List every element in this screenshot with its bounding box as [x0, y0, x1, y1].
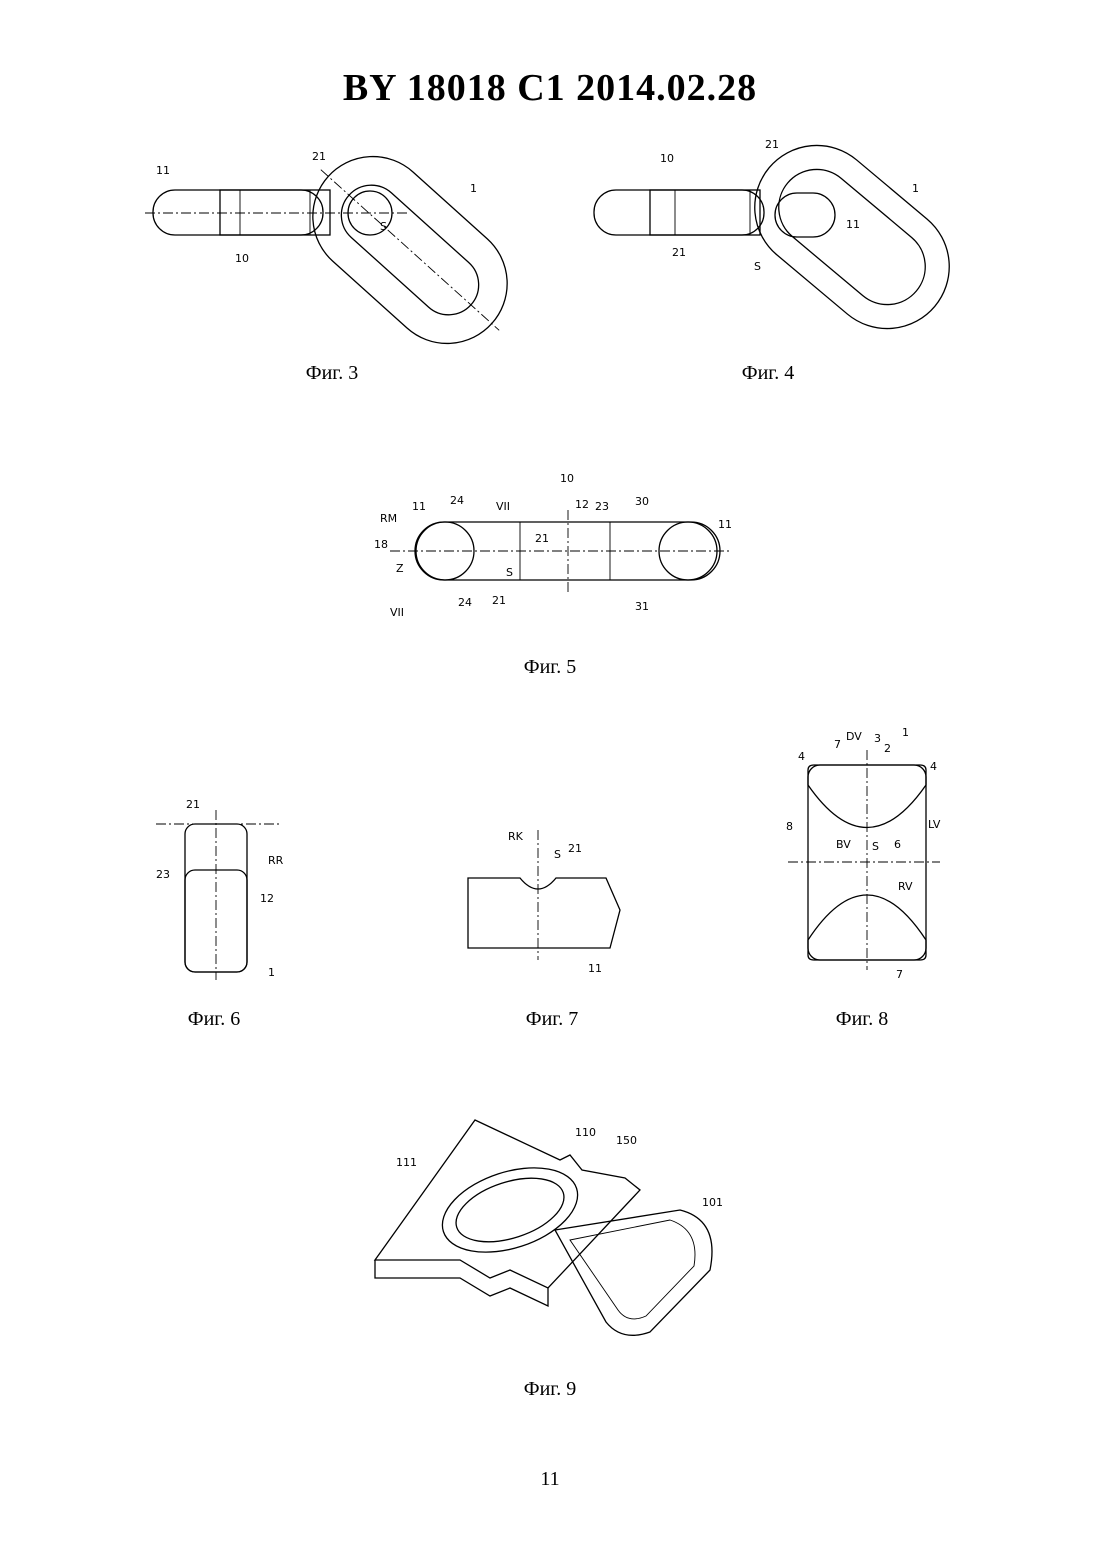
fig3-label: 21 [312, 150, 326, 163]
figure-5-caption: Фиг. 5 [480, 656, 620, 679]
page-number: 11 [0, 1468, 1100, 1491]
figure-9-caption: Фиг. 9 [480, 1378, 620, 1401]
fig6-label: 1 [268, 966, 275, 979]
fig8-label: 8 [786, 820, 793, 833]
figure-3-drawing: 11 10 21 1 S [140, 140, 530, 340]
figure-6-drawing: 21 23 RR 12 1 [150, 790, 290, 990]
fig3-label: 10 [235, 252, 249, 265]
figure-7-drawing: RK S 21 11 [460, 820, 640, 990]
fig3-label: 11 [156, 164, 170, 177]
fig9-label: 111 [396, 1156, 417, 1169]
figure-6-caption: Фиг. 6 [144, 1008, 284, 1031]
fig8-label: 1 [902, 726, 909, 739]
fig8-label: 7 [834, 738, 841, 751]
fig8-label: 4 [930, 760, 937, 773]
fig5-label: S [506, 566, 513, 579]
figure-8-caption: Фиг. 8 [792, 1008, 932, 1031]
document-header: BY 18018 C1 2014.02.28 [0, 66, 1100, 110]
fig5-label: 24 [458, 596, 472, 609]
fig5-label: RM [380, 512, 397, 525]
figure-9-drawing: 110 150 111 101 [360, 1110, 750, 1350]
fig6-label: 12 [260, 892, 274, 905]
fig6-label: 23 [156, 868, 170, 881]
fig3-label: 1 [470, 182, 477, 195]
fig5-label: 12 [575, 498, 589, 511]
fig7-label: RK [508, 830, 524, 843]
figure-7-caption: Фиг. 7 [482, 1008, 622, 1031]
fig8-label: DV [846, 730, 862, 743]
fig7-label: 11 [588, 962, 602, 975]
fig6-label: RR [268, 854, 284, 867]
fig5-label: 31 [635, 600, 649, 613]
fig5-label: 30 [635, 495, 649, 508]
fig7-label: 21 [568, 842, 582, 855]
figure-3-caption: Фиг. 3 [262, 362, 402, 385]
fig8-label: 6 [894, 838, 901, 851]
fig5-label: 10 [560, 472, 574, 485]
fig4-label: S [754, 260, 761, 273]
fig9-label: 101 [702, 1196, 723, 1209]
fig6-label: 21 [186, 798, 200, 811]
fig8-label: 4 [798, 750, 805, 763]
fig4-label: 11 [846, 218, 860, 231]
fig4-label: 10 [660, 152, 674, 165]
fig3-label: S [380, 220, 387, 233]
fig4-label: 1 [912, 182, 919, 195]
fig5-label: 21 [535, 532, 549, 545]
fig4-label: 21 [672, 246, 686, 259]
fig8-label: S [872, 840, 879, 853]
fig8-label: BV [836, 838, 851, 851]
fig5-label: VII [390, 606, 404, 619]
fig8-label: 3 [874, 732, 881, 745]
fig4-label: 21 [765, 138, 779, 151]
fig8-label: 7 [896, 968, 903, 981]
fig5-label: Z [396, 562, 404, 575]
fig8-label: RV [898, 880, 913, 893]
fig9-label: 110 [575, 1126, 596, 1139]
figure-4-caption: Фиг. 4 [698, 362, 838, 385]
figure-5-drawing: 10 RM 11 24 VII 12 23 30 11 18 21 Z S 24… [370, 470, 750, 630]
fig8-label: 2 [884, 742, 891, 755]
fig5-label: 23 [595, 500, 609, 513]
fig5-label: 24 [450, 494, 464, 507]
fig8-label: LV [928, 818, 941, 831]
fig5-label: 18 [374, 538, 388, 551]
fig7-label: S [554, 848, 561, 861]
figure-4-drawing: 10 21 1 11 21 S [590, 140, 960, 340]
fig5-label: 11 [718, 518, 732, 531]
fig5-label: 21 [492, 594, 506, 607]
fig5-label: VII [496, 500, 510, 513]
figure-8-drawing: 1 7 DV 3 2 4 4 8 BV S 6 LV RV 7 [780, 710, 960, 990]
fig9-label: 150 [616, 1134, 637, 1147]
fig5-label: 11 [412, 500, 426, 513]
